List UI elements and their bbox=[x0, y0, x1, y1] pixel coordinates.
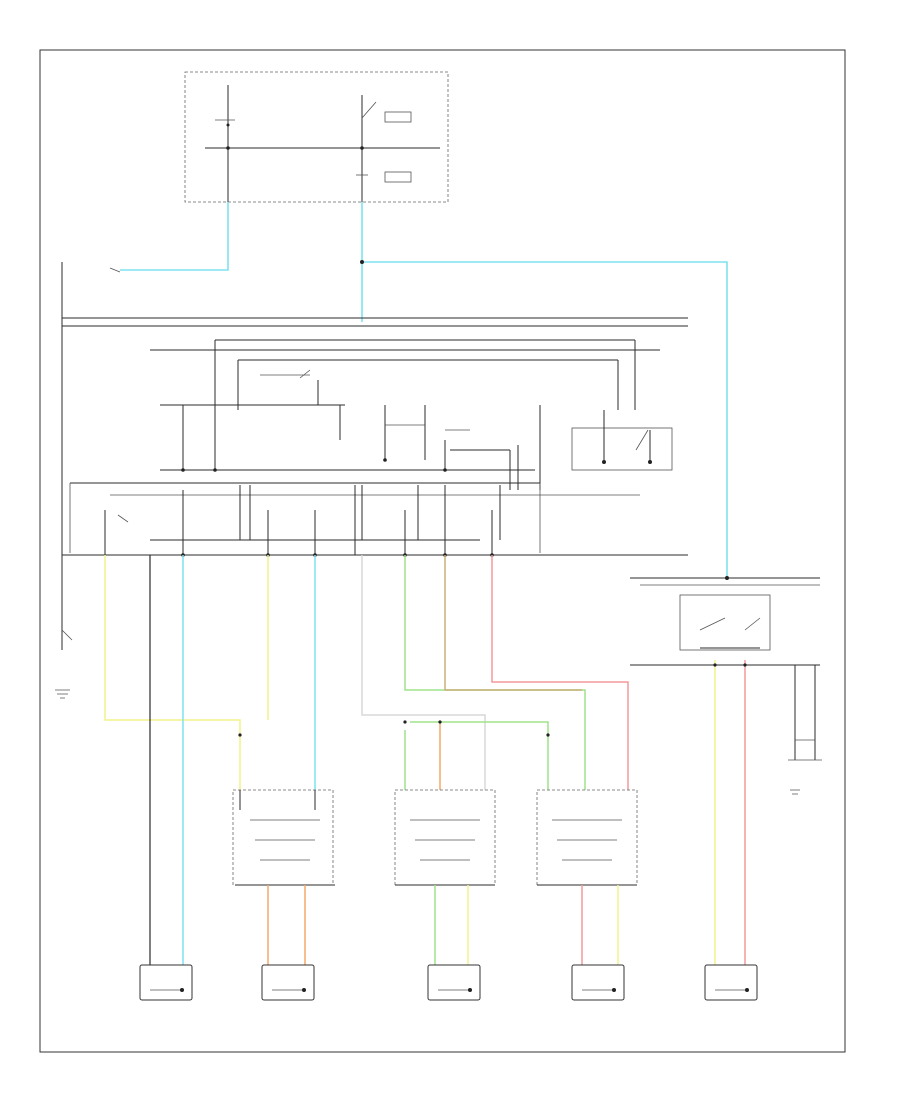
left-rear-switch bbox=[394, 789, 496, 886]
driver-window-motor bbox=[139, 964, 193, 1001]
right-rear-window-motor bbox=[571, 964, 625, 1001]
fuse-box bbox=[184, 71, 449, 203]
yel-wire-driver-feed bbox=[104, 555, 241, 790]
red-wire bbox=[491, 555, 629, 790]
grn-wire bbox=[404, 555, 586, 790]
rear-center-window-motor bbox=[704, 964, 758, 1001]
tan-wire bbox=[444, 555, 582, 691]
passenger-switch bbox=[232, 789, 335, 886]
diagram-frame bbox=[39, 49, 846, 1053]
rear-center-switch bbox=[630, 576, 822, 795]
master-switch-block bbox=[61, 317, 688, 557]
connector-dots bbox=[238, 663, 747, 737]
blu-wire-rear bbox=[362, 261, 728, 578]
wht-wire bbox=[361, 555, 486, 790]
left-rear-window-motor bbox=[427, 964, 481, 1001]
blu-wire-left bbox=[120, 202, 229, 271]
passenger-window-motor bbox=[261, 964, 315, 1001]
right-rear-switch bbox=[536, 789, 638, 886]
